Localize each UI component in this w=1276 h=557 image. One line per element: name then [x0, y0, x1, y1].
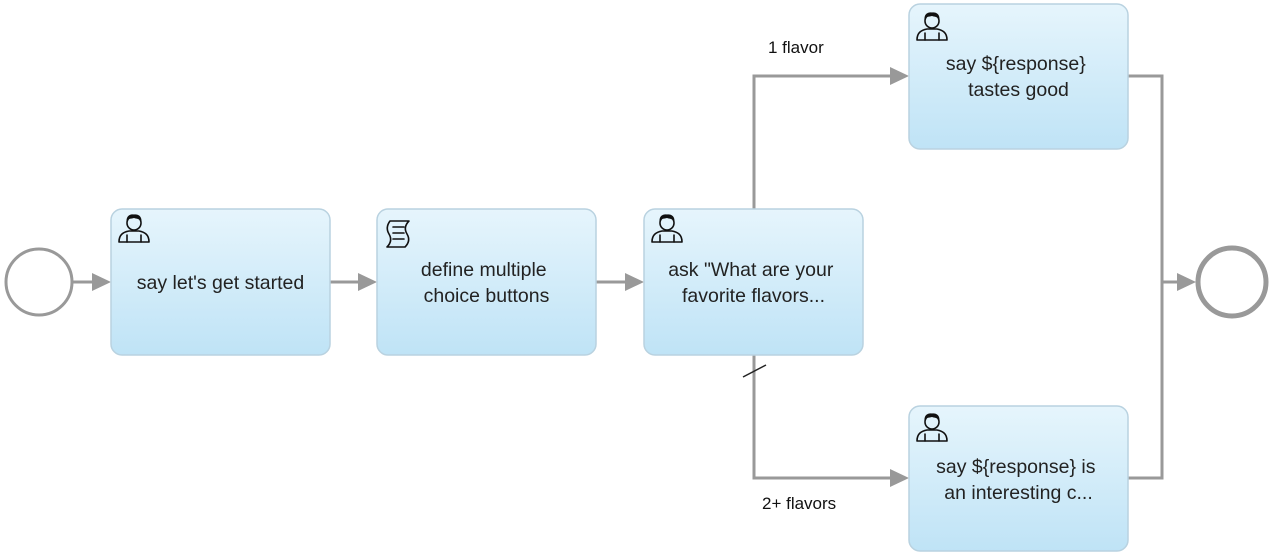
task-label-line: say ${response}	[946, 53, 1086, 75]
task-label-line: say let's get started	[137, 272, 304, 294]
svg-text:say ${response} is an in: say ${response} is an interesting c...	[936, 456, 1101, 504]
task-ask-favorite-flavors[interactable]: ask "What are your favorite flavors...	[643, 208, 864, 356]
flow-label-two-plus-flavors: 2+ flavors	[762, 494, 836, 513]
task-label-line: choice buttons	[424, 285, 550, 307]
flow-define-buttons-to-ask-flavors[interactable]	[596, 273, 644, 291]
task-define-multiple-choice-buttons[interactable]: define multiple choice buttons	[376, 208, 597, 356]
flow-say-started-to-define-buttons[interactable]	[330, 273, 377, 291]
task-label-line: ask "What are your	[668, 259, 834, 281]
end-event[interactable]	[1195, 245, 1269, 319]
start-event[interactable]	[4, 247, 74, 317]
task-say-response-is-interesting[interactable]: say ${response} is an interesting c...	[908, 405, 1129, 552]
flow-ask-to-tastes-good[interactable]	[752, 67, 909, 209]
task-label-line: define multiple	[421, 259, 547, 281]
task-label-line: tastes good	[968, 79, 1069, 101]
default-flow-marker	[742, 364, 767, 378]
svg-text:say let's get started: say let's get started	[137, 272, 304, 294]
svg-text:define multiple choice b: define multiple choice buttons	[421, 259, 552, 307]
flow-ask-to-interesting[interactable]	[742, 355, 909, 487]
flow-tastes-good-to-end[interactable]	[1128, 74, 1180, 284]
task-say-lets-get-started[interactable]: say let's get started	[110, 208, 331, 356]
task-label-line: favorite flavors...	[682, 285, 825, 307]
task-label-line: an interesting c...	[944, 482, 1093, 504]
task-label-line: say ${response} is	[936, 456, 1096, 478]
flow-start-to-say-started[interactable]	[73, 273, 111, 291]
svg-text:say ${response} tastes g: say ${response} tastes good	[946, 53, 1091, 101]
flow-interesting-to-end[interactable]	[1128, 273, 1196, 480]
svg-text:ask "What are your favor: ask "What are your favorite flavors...	[668, 259, 839, 307]
flow-label-one-flavor: 1 flavor	[768, 38, 824, 57]
task-say-response-tastes-good[interactable]: say ${response} tastes good	[908, 3, 1129, 150]
sequence-flows	[73, 67, 1196, 487]
